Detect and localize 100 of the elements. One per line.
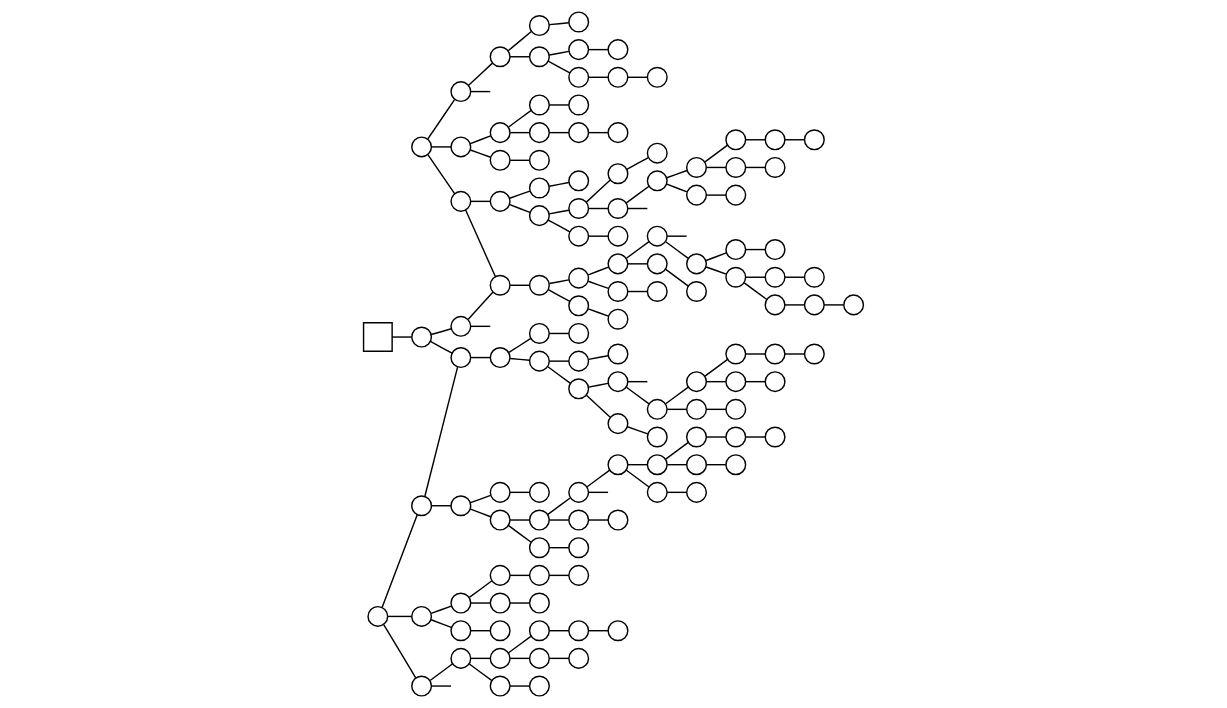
- node-circle: [725, 343, 747, 365]
- node-circle: [725, 371, 747, 393]
- node-circle: [607, 454, 629, 476]
- node-circle: [528, 122, 550, 144]
- node-circle: [607, 197, 629, 220]
- node-circle: [646, 66, 668, 88]
- connector: [507, 524, 532, 543]
- node-circle: [489, 122, 511, 144]
- connector: [429, 663, 454, 682]
- connector: [666, 408, 688, 411]
- connector: [509, 574, 531, 577]
- node-circle: [568, 66, 590, 88]
- node-circle: [725, 454, 747, 476]
- connector: [625, 469, 650, 488]
- connector: [586, 469, 611, 488]
- node-circle: [725, 239, 747, 261]
- node-circle: [725, 129, 747, 151]
- connector: [548, 547, 570, 549]
- connector: [784, 304, 806, 306]
- connector: [587, 630, 609, 632]
- node-circle: [607, 371, 629, 393]
- node-circle: [568, 647, 590, 669]
- node-circle: [528, 322, 550, 344]
- node-circle: [528, 177, 550, 199]
- connector: [587, 280, 610, 290]
- connector: [548, 630, 570, 632]
- node-circle: [764, 239, 786, 261]
- connector: [547, 497, 572, 516]
- node-circle: [607, 163, 629, 185]
- connector: [469, 508, 492, 518]
- connector: [470, 602, 491, 604]
- connector: [547, 366, 572, 385]
- node-circle: [568, 378, 590, 400]
- connector: [666, 235, 688, 237]
- connector: [547, 288, 571, 303]
- node-circle: [568, 39, 590, 61]
- node-circle: [646, 170, 668, 192]
- node-circle: [411, 136, 433, 158]
- connector: [381, 513, 419, 609]
- connector: [548, 279, 570, 285]
- node-circle: [450, 136, 472, 158]
- node-circle: [528, 350, 550, 372]
- node-circle: [725, 184, 747, 206]
- connector: [468, 663, 493, 682]
- connector: [705, 194, 727, 196]
- node-circle: [803, 129, 825, 151]
- connector: [665, 241, 689, 260]
- connector: [665, 386, 689, 405]
- connector: [743, 282, 768, 301]
- connector: [705, 266, 727, 275]
- node-circle: [489, 347, 511, 369]
- connector: [587, 207, 609, 210]
- connector: [548, 209, 570, 215]
- connector: [427, 98, 456, 140]
- connector: [424, 366, 459, 497]
- node-circle: [646, 454, 668, 476]
- connector: [627, 380, 649, 383]
- node-circle: [450, 347, 472, 369]
- node-circle: [725, 426, 747, 448]
- connector: [587, 308, 610, 317]
- node-circle: [528, 620, 550, 642]
- node-circle: [450, 647, 472, 669]
- node-circle: [685, 371, 708, 393]
- node-circle: [646, 481, 668, 503]
- node-circle: [607, 281, 629, 303]
- connector: [429, 340, 453, 354]
- node-circle: [528, 592, 550, 614]
- node-circle: [764, 266, 786, 288]
- connector: [467, 291, 494, 320]
- node-circle: [411, 495, 433, 517]
- connector: [784, 139, 806, 141]
- node-circle: [685, 253, 708, 275]
- connector: [430, 328, 453, 336]
- node-circle: [528, 15, 550, 37]
- connector: [509, 56, 531, 58]
- connector: [666, 463, 688, 466]
- connector: [587, 519, 609, 521]
- node-circle: [764, 371, 786, 393]
- node-circle: [411, 605, 433, 627]
- node-circle: [607, 122, 629, 144]
- node-circle: [607, 413, 629, 435]
- node-circle: [764, 343, 786, 365]
- node-circle: [528, 205, 550, 227]
- node-circle: [764, 156, 786, 178]
- node-circle: [528, 481, 550, 503]
- connector: [508, 337, 532, 354]
- node-circle: [528, 274, 550, 296]
- node-circle: [489, 592, 511, 614]
- node-circle: [607, 620, 629, 642]
- node-circle: [685, 184, 708, 206]
- node-circle: [764, 294, 786, 316]
- connector: [745, 139, 766, 141]
- node-circle: [725, 156, 747, 178]
- node-circle: [489, 149, 511, 171]
- node-circle: [568, 11, 590, 33]
- connector: [587, 48, 609, 51]
- connector: [470, 356, 491, 359]
- connector: [470, 630, 491, 632]
- node-circle: [803, 343, 825, 365]
- node-circle: [450, 495, 472, 517]
